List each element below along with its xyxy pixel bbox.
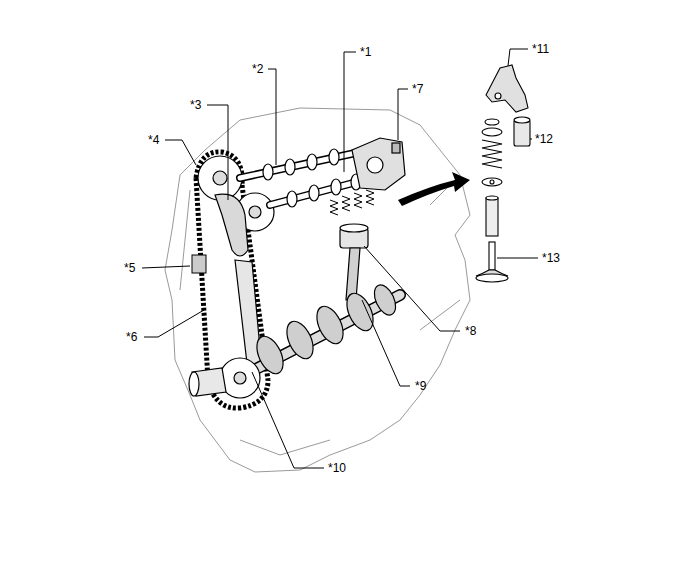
callout-number: *4 bbox=[148, 133, 159, 147]
callout-number: *8 bbox=[465, 324, 476, 338]
valve-springs bbox=[330, 190, 374, 215]
callout-number: *6 bbox=[126, 330, 137, 344]
callout-number: *5 bbox=[124, 261, 135, 275]
callout-number: *10 bbox=[328, 461, 346, 475]
leader-lines bbox=[142, 49, 538, 468]
crankshaft bbox=[189, 282, 400, 398]
engine-block-outline bbox=[165, 108, 470, 472]
piston bbox=[340, 224, 368, 300]
callout-number: *9 bbox=[415, 379, 426, 393]
callout-number: *13 bbox=[542, 251, 560, 265]
callout-number: *11 bbox=[532, 42, 549, 56]
callout-number: *1 bbox=[360, 45, 371, 59]
tensioner-arm bbox=[215, 194, 248, 256]
callout-number: *12 bbox=[535, 132, 553, 146]
exploded-view-arrow bbox=[398, 172, 470, 206]
valve-train-parts bbox=[476, 65, 530, 282]
callout-number: *2 bbox=[252, 62, 263, 76]
chain-tensioner bbox=[192, 255, 206, 273]
callout-number: *3 bbox=[190, 98, 201, 112]
camshaft bbox=[240, 149, 372, 207]
callout-number: *7 bbox=[412, 82, 423, 96]
fuel-pump bbox=[352, 138, 405, 190]
